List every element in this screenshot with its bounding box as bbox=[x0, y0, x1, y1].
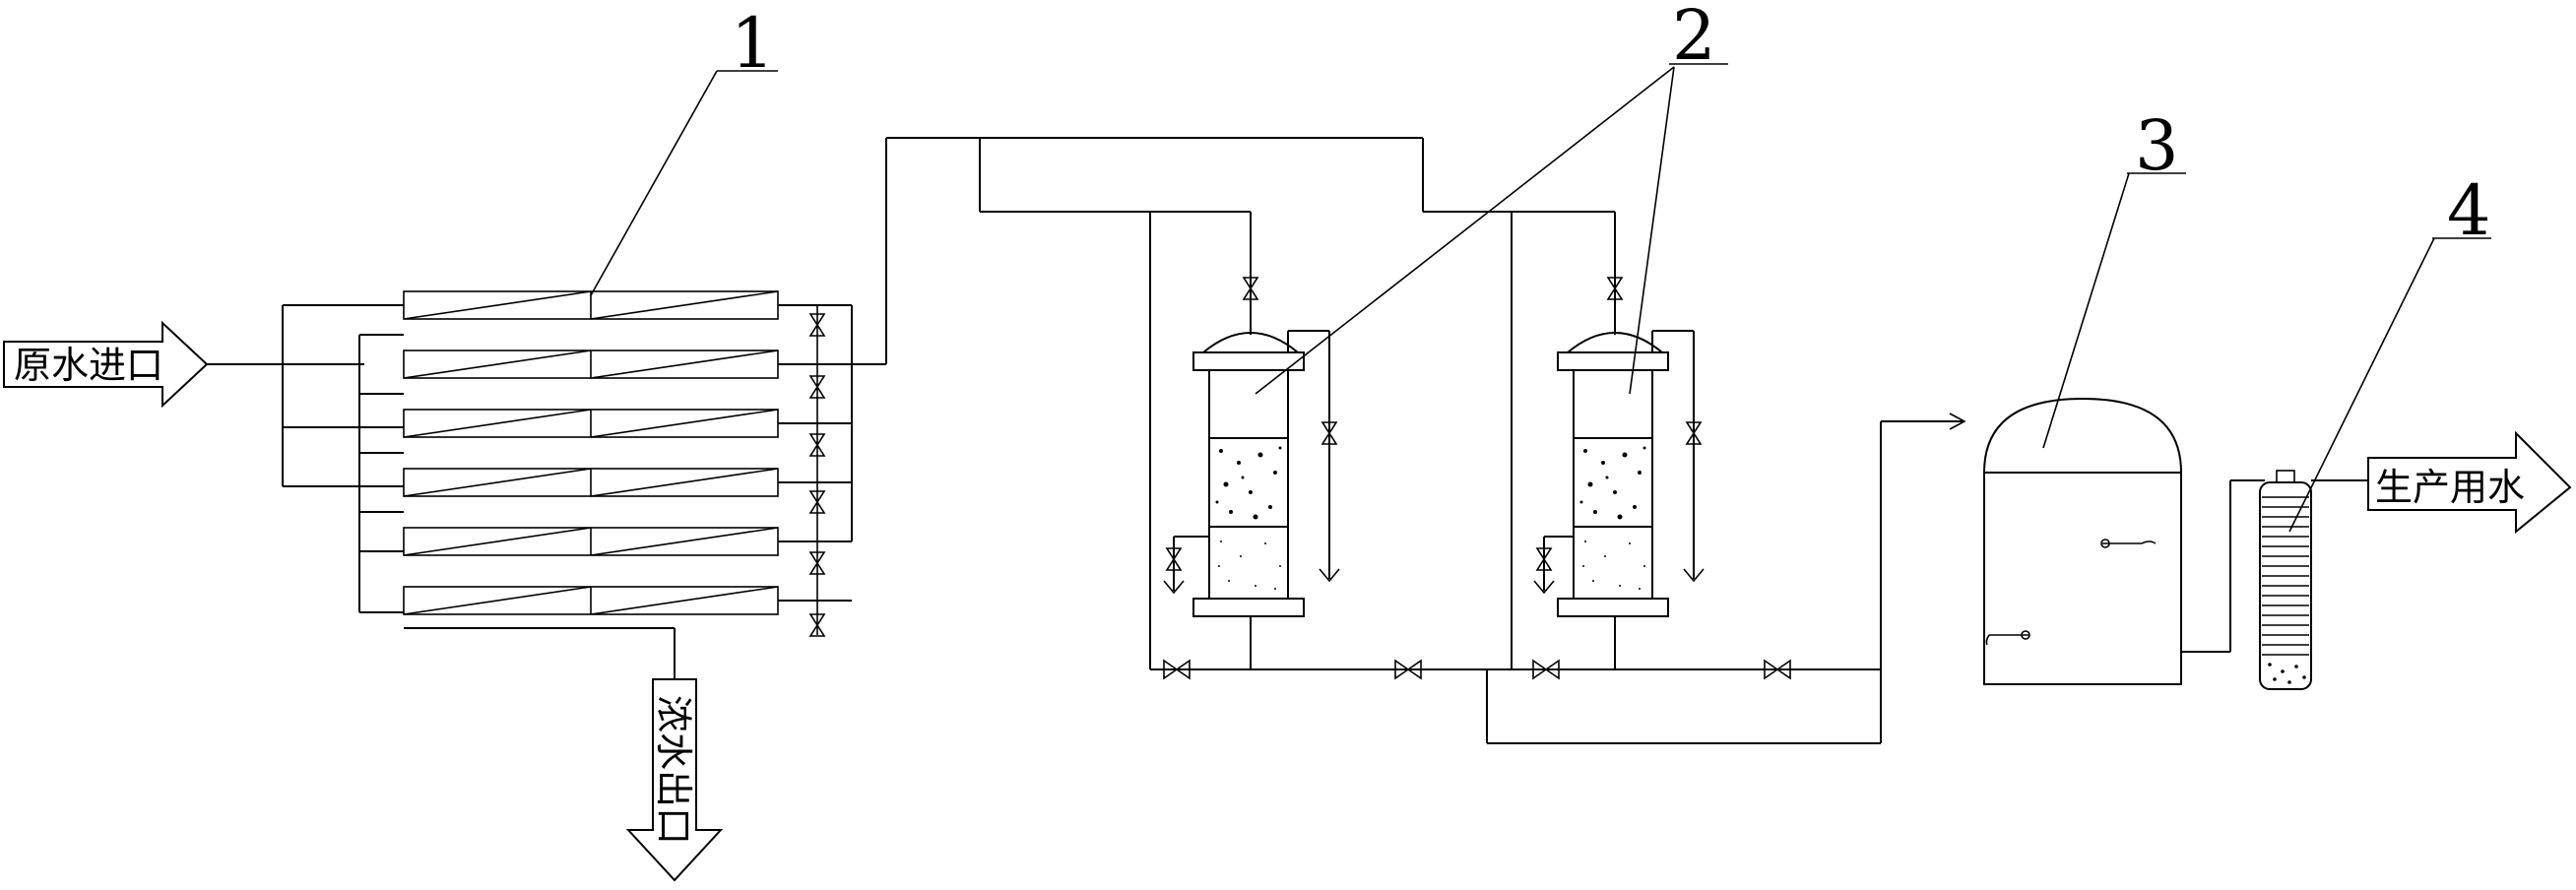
callout-2: 2 bbox=[1255, 0, 1728, 395]
filter-b-sand bbox=[1582, 540, 1645, 590]
callout-3: 3 bbox=[2042, 105, 2186, 449]
concentrate-outlet-arrow: 浓水出口 bbox=[625, 678, 724, 882]
callout-1: 1 bbox=[590, 3, 778, 296]
membrane-element-5 bbox=[403, 527, 779, 556]
filter-column-b bbox=[1533, 212, 1705, 669]
filter-a-media bbox=[1215, 446, 1282, 520]
membrane-element-3 bbox=[403, 409, 779, 438]
inlet-label: 原水进口 bbox=[14, 346, 163, 387]
concentrate-label: 浓水出口 bbox=[652, 695, 693, 845]
membrane-element-2 bbox=[403, 350, 779, 379]
product-label: 生产用水 bbox=[2375, 468, 2525, 509]
cartridge-filter bbox=[2259, 470, 2312, 690]
membrane-element-6 bbox=[403, 586, 779, 615]
filter-b-media bbox=[1579, 446, 1646, 520]
membrane-element-4 bbox=[403, 468, 779, 497]
product-water-arrow: 生产用水 bbox=[2367, 430, 2572, 535]
callout-2-number: 2 bbox=[1672, 0, 1716, 76]
inlet-arrow: 原水进口 bbox=[3, 320, 209, 409]
filter-column-a bbox=[1163, 212, 1340, 669]
storage-tank bbox=[1983, 397, 2182, 685]
membrane-stack bbox=[282, 290, 853, 637]
filter-a-sand bbox=[1218, 540, 1281, 590]
callout-4: 4 bbox=[2288, 170, 2491, 533]
membrane-element-1 bbox=[403, 290, 779, 320]
